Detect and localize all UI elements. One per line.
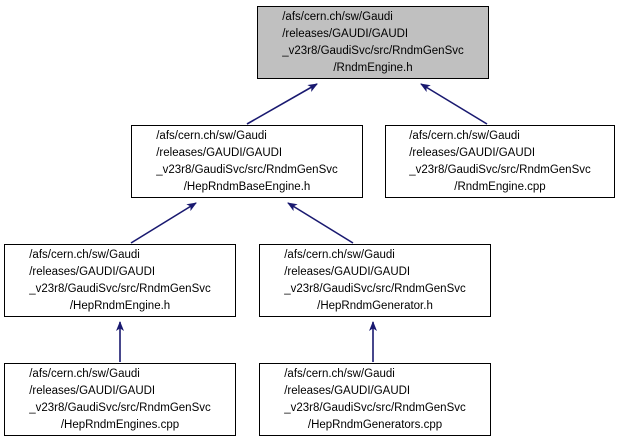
node-label-line: /HepRndmBaseEngine.h xyxy=(183,180,311,193)
node-label-line: /releases/GAUDI/GAUDI xyxy=(284,384,411,397)
edge-rndm-cpp-to-root xyxy=(420,83,488,125)
node-label-line: /afs/cern.ch/sw/Gaudi xyxy=(284,367,395,380)
node-label-line: _v23r8/GaudiSvc/src/RndmGenSvc xyxy=(409,163,591,176)
node-label-line: _v23r8/GaudiSvc/src/RndmGenSvc xyxy=(284,282,466,295)
node-label: /afs/cern.ch/sw/Gaudi/releases/GAUDI/GAU… xyxy=(284,366,466,434)
node-label-line: _v23r8/GaudiSvc/src/RndmGenSvc xyxy=(156,163,338,176)
node-label-line: /releases/GAUDI/GAUDI xyxy=(29,265,156,278)
graph-node-hep-rndm-base-engine-h[interactable]: /afs/cern.ch/sw/Gaudi/releases/GAUDI/GAU… xyxy=(131,125,363,198)
node-label: /afs/cern.ch/sw/Gaudi/releases/GAUDI/GAU… xyxy=(29,366,211,434)
node-label-line: _v23r8/GaudiSvc/src/RndmGenSvc xyxy=(29,401,211,414)
node-label-line: /HepRndmEngine.h xyxy=(69,299,171,312)
node-label-line: /afs/cern.ch/sw/Gaudi xyxy=(282,10,393,23)
node-label: /afs/cern.ch/sw/Gaudi/releases/GAUDI/GAU… xyxy=(284,247,466,315)
edge-hep-generator-h-to-base xyxy=(287,202,354,244)
node-label-line: /HepRndmEngines.cpp xyxy=(60,418,180,431)
graph-node-hep-rndm-engine-h[interactable]: /afs/cern.ch/sw/Gaudi/releases/GAUDI/GAU… xyxy=(4,244,236,317)
node-label-line: /releases/GAUDI/GAUDI xyxy=(156,146,283,159)
node-label-line: /HepRndmGenerators.cpp xyxy=(307,418,443,431)
node-label-line: /afs/cern.ch/sw/Gaudi xyxy=(284,248,395,261)
graph-node-rndm-engine-cpp[interactable]: /afs/cern.ch/sw/Gaudi/releases/GAUDI/GAU… xyxy=(385,125,615,198)
node-label-line: /afs/cern.ch/sw/Gaudi xyxy=(156,129,267,142)
node-label-line: /releases/GAUDI/GAUDI xyxy=(409,146,536,159)
node-label: /afs/cern.ch/sw/Gaudi/releases/GAUDI/GAU… xyxy=(282,9,464,77)
node-label-line: /afs/cern.ch/sw/Gaudi xyxy=(29,367,140,380)
graph-node-hep-rndm-generators-cpp[interactable]: /afs/cern.ch/sw/Gaudi/releases/GAUDI/GAU… xyxy=(259,363,491,436)
node-label-line: _v23r8/GaudiSvc/src/RndmGenSvc xyxy=(29,282,211,295)
edge-hep-engine-h-to-base xyxy=(130,202,197,244)
node-label-line: /releases/GAUDI/GAUDI xyxy=(282,27,409,40)
graph-node-hep-rndm-engines-cpp[interactable]: /afs/cern.ch/sw/Gaudi/releases/GAUDI/GAU… xyxy=(4,363,236,436)
node-label-line: /RndmEngine.cpp xyxy=(454,180,546,193)
node-label-line: /HepRndmGenerator.h xyxy=(317,299,433,312)
node-label-line: _v23r8/GaudiSvc/src/RndmGenSvc xyxy=(284,401,466,414)
node-label: /afs/cern.ch/sw/Gaudi/releases/GAUDI/GAU… xyxy=(29,247,211,315)
node-label-line: _v23r8/GaudiSvc/src/RndmGenSvc xyxy=(282,44,464,57)
graph-node-rndm-engine-h[interactable]: /afs/cern.ch/sw/Gaudi/releases/GAUDI/GAU… xyxy=(257,6,489,79)
node-label-line: /releases/GAUDI/GAUDI xyxy=(284,265,411,278)
graph-node-hep-rndm-generator-h[interactable]: /afs/cern.ch/sw/Gaudi/releases/GAUDI/GAU… xyxy=(259,244,491,317)
node-label-line: /releases/GAUDI/GAUDI xyxy=(29,384,156,397)
node-label-line: /afs/cern.ch/sw/Gaudi xyxy=(29,248,140,261)
node-label-line: /RndmEngine.h xyxy=(333,61,413,74)
node-label-line: /afs/cern.ch/sw/Gaudi xyxy=(409,129,520,142)
node-label: /afs/cern.ch/sw/Gaudi/releases/GAUDI/GAU… xyxy=(156,128,338,196)
node-label: /afs/cern.ch/sw/Gaudi/releases/GAUDI/GAU… xyxy=(409,128,591,196)
edge-base-engine-to-root xyxy=(246,83,318,125)
edges-group xyxy=(116,83,488,362)
